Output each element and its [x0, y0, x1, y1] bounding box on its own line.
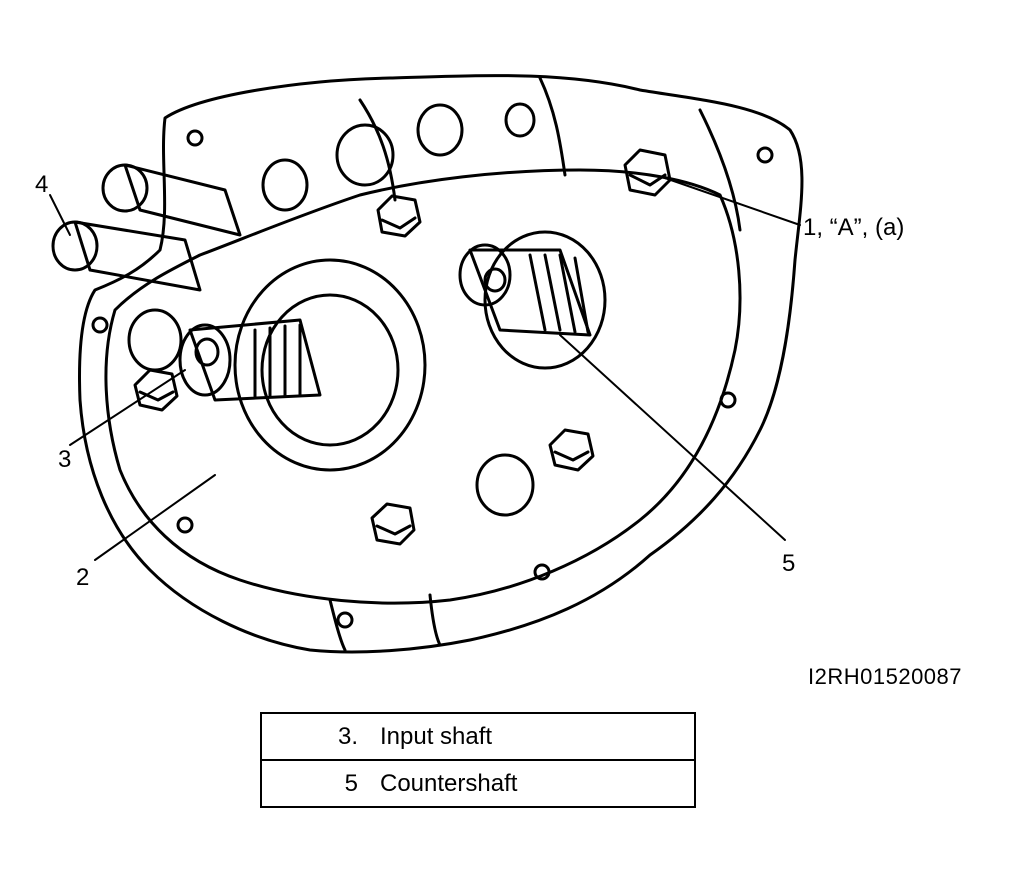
case-bore	[416, 103, 464, 157]
mount-hole	[176, 516, 194, 534]
case-bore	[335, 123, 395, 187]
case-rib	[328, 598, 347, 652]
case-rib	[698, 108, 742, 232]
callout-4: 4	[35, 171, 48, 198]
callout-1: 1, “A”, (a)	[803, 214, 904, 241]
case-outline	[78, 74, 804, 654]
callout-5: 5	[782, 550, 795, 577]
leader-line-3	[69, 369, 186, 446]
input-bearing-boss	[233, 258, 427, 472]
legend-table: 3. Input shaft 5 Countershaft	[260, 712, 696, 808]
case-rib	[358, 98, 397, 202]
mount-hole	[91, 316, 109, 334]
callout-2: 2	[76, 564, 89, 591]
bolt	[548, 428, 595, 472]
transmission-case-diagram: 1, “A”, (a) 2 3 4 5	[35, 74, 904, 654]
leader-line-1	[664, 177, 801, 226]
leader-line-2	[94, 474, 216, 561]
mount-hole	[756, 146, 774, 164]
case-bore	[127, 308, 183, 372]
input-shaft	[178, 318, 322, 402]
case-rib	[428, 593, 442, 647]
mount-hole	[186, 129, 204, 147]
legend-label: Input shaft	[380, 722, 493, 750]
legend-label: Countershaft	[380, 769, 518, 797]
case-bore	[504, 102, 536, 138]
countershaft-bearing	[483, 230, 607, 370]
leader-line-4	[49, 194, 71, 236]
callout-3: 3	[58, 446, 71, 473]
leader-line-5	[559, 334, 786, 541]
bolt	[370, 502, 416, 546]
legend-number: 3.	[337, 722, 358, 750]
shift-rods	[51, 163, 242, 292]
bolt	[376, 194, 422, 238]
case-rib	[538, 76, 567, 177]
legend-row: 5 Countershaft	[262, 759, 694, 806]
case-bore	[475, 453, 535, 517]
legend-number: 5	[344, 769, 358, 797]
figure-code: I2RH01520087	[808, 664, 963, 689]
mount-hole	[533, 563, 551, 581]
countershaft	[458, 243, 592, 337]
case-bore	[261, 158, 309, 212]
mount-hole	[719, 391, 737, 409]
legend-row: 3. Input shaft	[262, 714, 694, 759]
mount-hole	[336, 611, 354, 629]
input-bearing-retainer	[260, 293, 400, 447]
flange-outline	[104, 168, 742, 605]
